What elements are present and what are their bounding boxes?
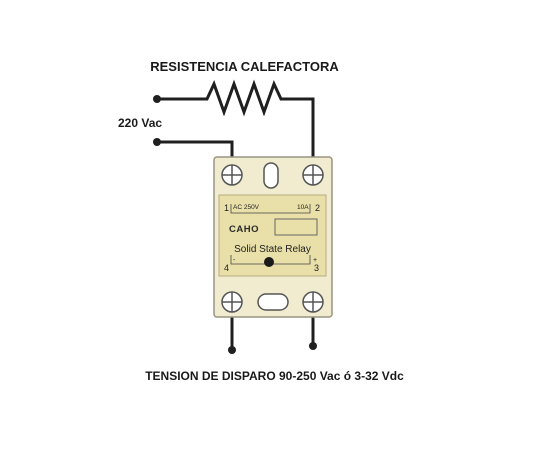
mounting-slot-top (263, 162, 279, 189)
indicator-window (274, 218, 318, 236)
screw-terminal-2 (302, 164, 324, 186)
current-rating-text: 10A (297, 204, 309, 211)
wire-end-dot-top (153, 95, 161, 103)
screw-terminal-1 (221, 164, 243, 186)
screw-terminal-4 (221, 291, 243, 313)
wire-resistor-to-terminal-2 (288, 97, 315, 172)
terminal-2-number: 2 (315, 203, 320, 213)
terminal-3-number: 3 (314, 263, 319, 273)
terminal-1-number: 1 (224, 203, 229, 213)
relay-model-text: Solid State Relay (234, 244, 311, 255)
wire-end-dot-control-minus (228, 346, 236, 354)
trigger-voltage-label: TENSION DE DISPARO 90-250 Vac ó 3-32 Vdc (145, 369, 404, 383)
resistor-zigzag (200, 79, 288, 117)
terminal-4-number: 4 (224, 263, 229, 273)
ac-rating-text: AC 250V (233, 204, 260, 211)
status-led (264, 257, 274, 267)
solid-state-relay: 1 2 AC 250V 10A CAHO Solid State Relay -… (213, 156, 333, 318)
supply-voltage-label: 220 Vac (118, 116, 163, 130)
heater-resistor-label: RESISTENCIA CALEFACTORA (150, 59, 339, 74)
plus-sign: + (313, 257, 317, 264)
mounting-slot-bottom (257, 293, 289, 311)
rating-bracket-top (230, 204, 311, 214)
minus-sign: - (233, 257, 236, 264)
brand-logo: CAHO (229, 224, 259, 235)
screw-terminal-3 (302, 291, 324, 313)
wire-end-dot-supply (153, 138, 161, 146)
wire-end-dot-control-plus (309, 342, 317, 350)
